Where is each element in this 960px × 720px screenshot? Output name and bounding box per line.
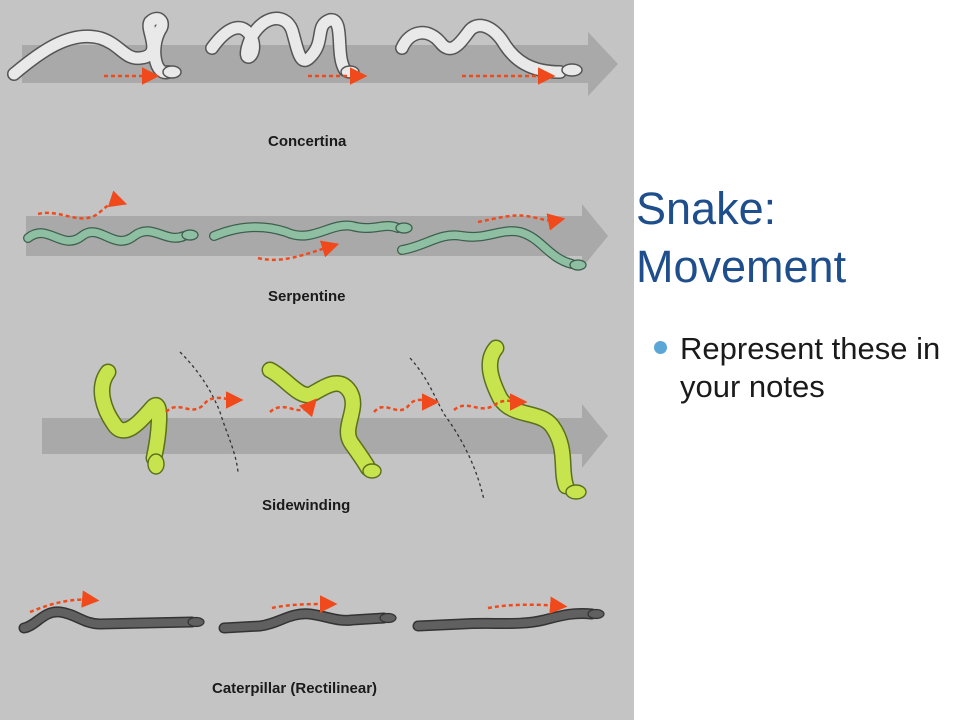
serpentine-label: Serpentine [268, 288, 346, 305]
serpentine-snake [397, 226, 587, 271]
sidewinding-snake [261, 361, 382, 479]
snake-head-icon [187, 616, 205, 628]
rectilinear-row: Caterpillar (Rectilinear) [18, 590, 605, 697]
movement-diagram: Concertina [7, 11, 618, 697]
bullet-item: Represent these in your notes [652, 330, 952, 406]
snake-head-icon [379, 612, 397, 624]
bullet-dot-icon [654, 341, 667, 354]
concertina-snake [7, 11, 182, 81]
rectilinear-snake [412, 608, 605, 632]
snake-head-icon [569, 259, 587, 271]
rectilinear-label: Caterpillar (Rectilinear) [212, 680, 377, 697]
sidewinding-label: Sidewinding [262, 497, 350, 514]
sidewinding-snake [93, 363, 168, 475]
sidewinding-snake [481, 339, 587, 500]
snake-head-icon [162, 65, 182, 79]
rectilinear-snake [18, 606, 205, 634]
snake-head-icon [561, 63, 583, 77]
concertina-label: Concertina [268, 133, 347, 150]
slide-title-line2: Movement [636, 241, 847, 292]
serpentine-row: Serpentine [23, 190, 608, 305]
motion-arrow-icon [37, 190, 566, 262]
snake-head-icon [181, 229, 199, 241]
bullet-list: Represent these in your notes [652, 330, 952, 406]
snake-head-icon [362, 463, 382, 479]
concertina-row: Concertina [7, 11, 618, 150]
serpentine-snake [209, 220, 413, 241]
slide-title-line1: Snake: [636, 183, 777, 234]
rectilinear-snake [218, 608, 397, 634]
snake-head-icon [147, 453, 165, 475]
snake-head-icon [395, 222, 413, 234]
motion-arrow-icon [165, 391, 528, 418]
serpentine-snake [23, 226, 199, 246]
track-line [179, 351, 485, 501]
direction-arrow-band [22, 32, 618, 96]
movement-figure: Concertina [0, 0, 634, 720]
sidewinding-row: Sidewinding [42, 339, 608, 514]
slide-title: Snake: Movement [636, 180, 956, 296]
bullet-text: Represent these in your notes [680, 331, 941, 404]
snake-head-icon [587, 608, 605, 620]
snake-head-icon [565, 484, 587, 500]
concertina-snake [395, 18, 583, 79]
motion-arrow-icon [29, 590, 568, 614]
